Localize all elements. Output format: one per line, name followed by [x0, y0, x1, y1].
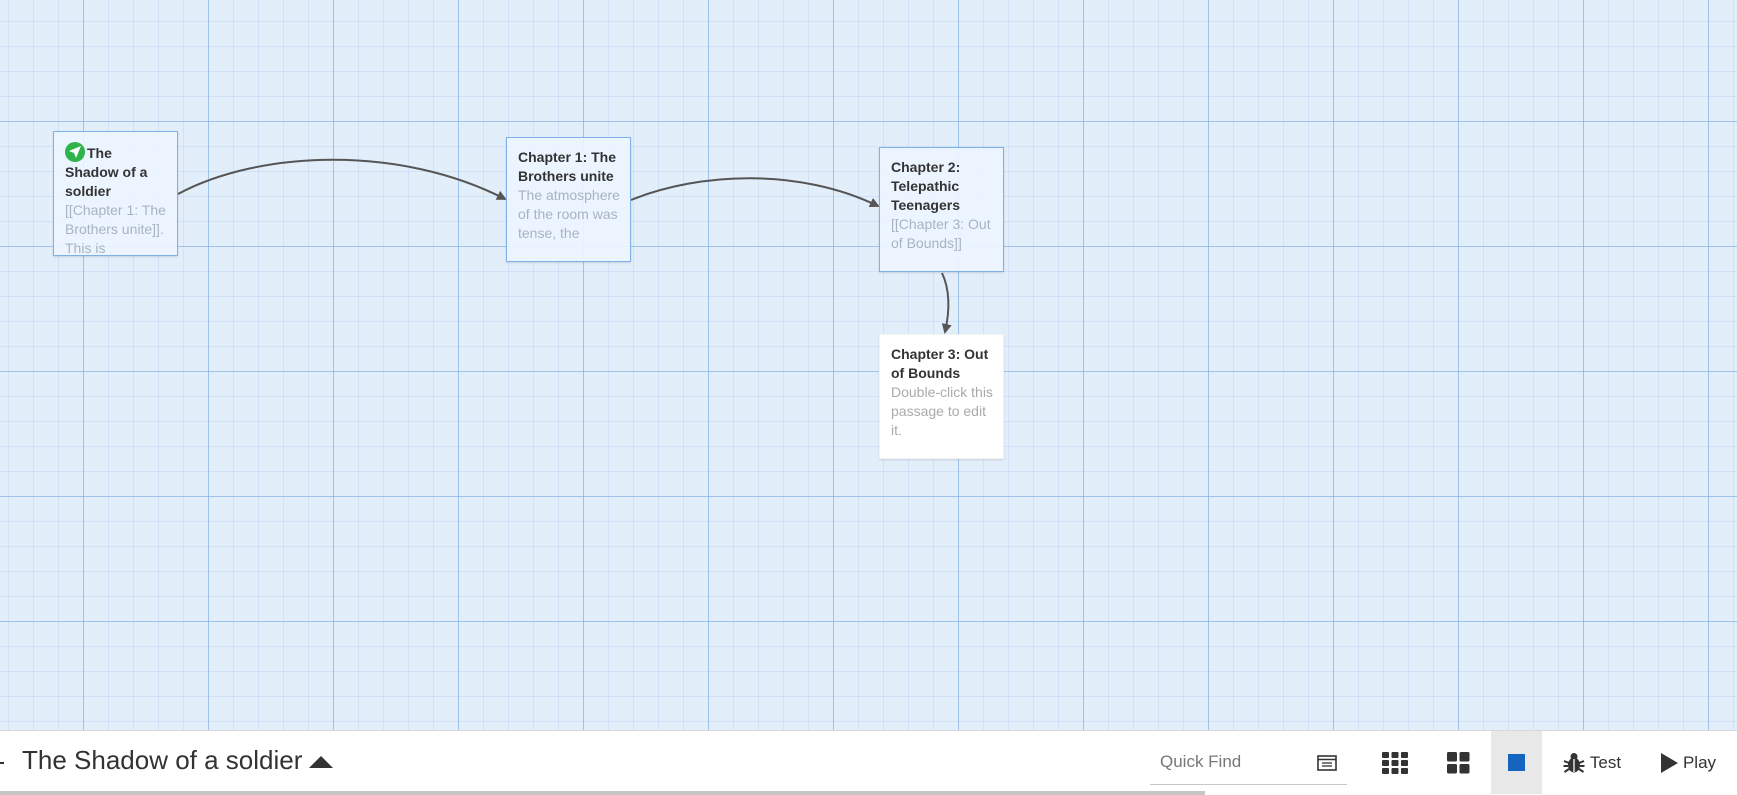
caret-up-icon [309, 755, 334, 768]
play-button[interactable]: Play [1652, 731, 1724, 794]
passage-title: The Shadow of a soldier [65, 142, 147, 199]
bug-icon [1563, 752, 1585, 773]
horizontal-scrollbar[interactable] [0, 791, 1205, 795]
rocket-icon [65, 142, 85, 162]
quick-find [1150, 743, 1347, 785]
story-details-icon[interactable] [1317, 755, 1337, 776]
zoom-largest-button[interactable] [1491, 731, 1542, 794]
grid-9-icon [1382, 751, 1408, 774]
passage-links [177, 158, 952, 334]
passage-title: Chapter 3: Out of Bounds [891, 346, 989, 381]
passage-card[interactable]: Chapter 3: Out of Bounds Double-click th… [879, 334, 1004, 459]
story-title: The Shadow of a soldier [22, 745, 303, 775]
square-icon [1508, 754, 1525, 771]
passage-card[interactable]: Chapter 2: Telepathic Teenagers [[Chapte… [879, 147, 1004, 272]
link-p2-p3 [630, 177, 880, 207]
passage-excerpt: Double-click this passage to edit it. [891, 384, 993, 438]
link-p1-p2 [177, 158, 507, 200]
story-canvas[interactable]: The Shadow of a soldier [[Chapter 1: The… [0, 0, 1737, 730]
test-label: Test [1589, 752, 1622, 772]
passage-excerpt: [[Chapter 1: The Brothers unite]]. This … [65, 202, 166, 256]
zoom-medium-button[interactable] [1428, 731, 1488, 794]
back-arrow-icon[interactable] [0, 762, 4, 764]
grid-4-icon [1446, 751, 1469, 773]
play-icon [1660, 752, 1678, 773]
passage-card-start[interactable]: The Shadow of a soldier [[Chapter 1: The… [53, 131, 178, 256]
quick-find-input[interactable] [1150, 743, 1312, 781]
passage-excerpt: [[Chapter 3: Out of Bounds]] [891, 216, 991, 251]
story-toolbar: The Shadow of a soldier [0, 730, 1737, 795]
story-title-menu[interactable]: The Shadow of a soldier [22, 745, 334, 776]
passage-title: Chapter 1: The Brothers unite [518, 149, 617, 184]
link-p3-p4 [941, 272, 952, 334]
passage-excerpt: The atmosphere of the room was tense, th… [518, 187, 620, 241]
play-label: Play [1682, 752, 1717, 772]
passage-card[interactable]: Chapter 1: The Brothers unite The atmosp… [506, 137, 631, 262]
passage-title: Chapter 2: Telepathic Teenagers [891, 159, 961, 213]
zoom-smallest-button[interactable] [1365, 731, 1425, 794]
test-button[interactable]: Test [1557, 731, 1627, 794]
